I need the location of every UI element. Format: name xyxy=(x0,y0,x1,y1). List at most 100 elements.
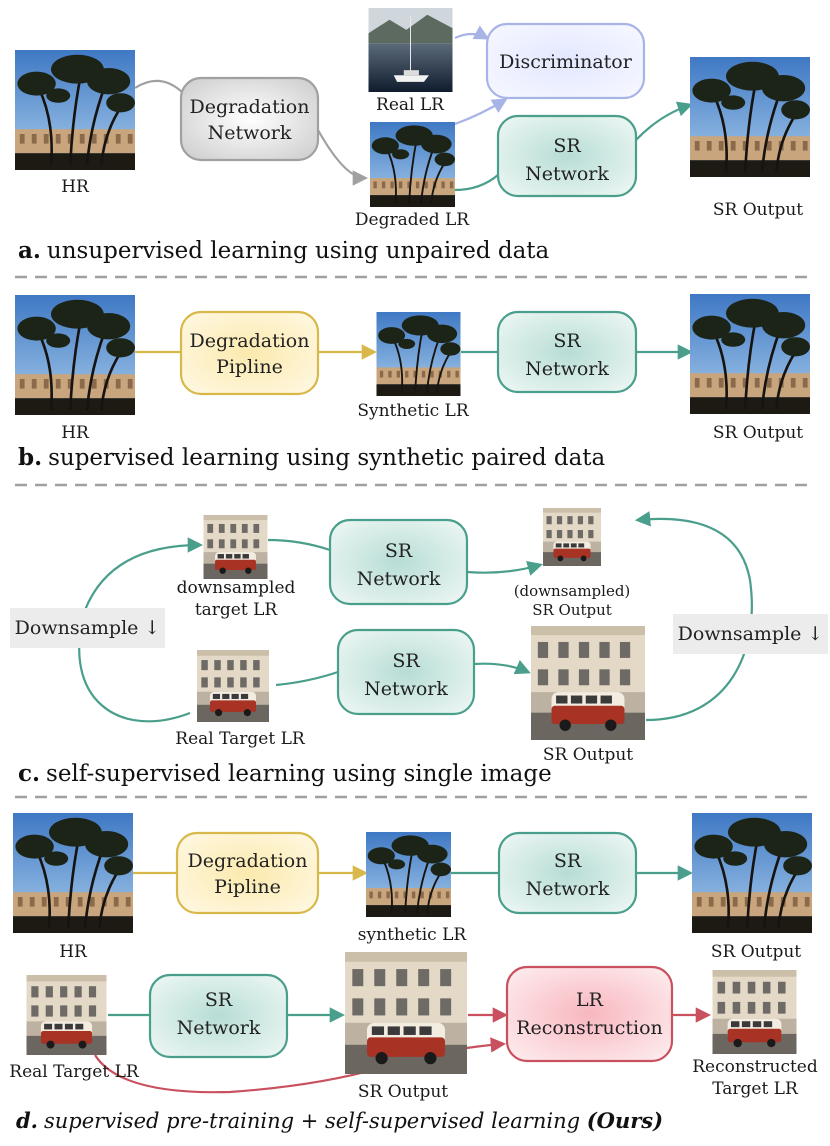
caption-a: a.unsupervised learning using unpaired d… xyxy=(18,237,550,264)
sr-network-b-line1: SR xyxy=(553,330,581,352)
caption-d: d.supervised pre-training + self-supervi… xyxy=(16,1108,663,1133)
sr-network-b-line2: Network xyxy=(525,358,609,380)
downsampled-target-image xyxy=(203,515,268,579)
sr-output-image-b xyxy=(690,292,810,416)
synthetic-lr-label-d: synthetic LR xyxy=(358,925,468,945)
real-lr-image xyxy=(368,8,453,92)
downsample-left-label: Downsample ↓ xyxy=(15,617,161,639)
hr-image-d xyxy=(13,812,133,934)
degraded-lr-image xyxy=(370,122,455,207)
sr-network-d-top-line1: SR xyxy=(554,850,582,872)
arrow-downsample-right xyxy=(634,511,753,722)
downsample-left-badge xyxy=(10,608,165,648)
sr-network-d-bottom-line2: Network xyxy=(177,1017,261,1039)
panel-d: Degradation Pipline SR Network SR Networ… xyxy=(9,812,818,1133)
caption-d-ours: (Ours) xyxy=(587,1108,663,1133)
caption-b: b.supervised learning using synthetic pa… xyxy=(18,444,606,471)
caption-a-letter: a. xyxy=(18,237,41,264)
downsample-right-badge xyxy=(673,614,828,654)
lr-reconstruction-line1: LR xyxy=(576,989,604,1011)
downsampled-sr-output-image xyxy=(543,508,601,566)
hr-label: HR xyxy=(61,177,90,197)
downsampled-target-line1: downsampled xyxy=(177,578,296,598)
sr-output-image xyxy=(690,55,810,179)
real-target-label-d: Real Target LR xyxy=(9,1062,140,1082)
sr-network-c-bottom-line2: Network xyxy=(364,678,448,700)
caption-d-text: supervised pre-training + self-supervise… xyxy=(44,1109,587,1133)
arrow-sr-to-output xyxy=(635,101,693,141)
arrow-degraded-lr-to-sr xyxy=(454,174,499,192)
arrow-down-target-to-sr xyxy=(267,538,331,552)
lr-reconstruction-line2: Reconstruction xyxy=(516,1017,663,1039)
sr-network-box xyxy=(496,114,638,198)
degradation-pipeline-box xyxy=(179,310,320,396)
panel-a: Degradation Network Discriminator SR Net… xyxy=(15,8,810,264)
synthetic-lr-image xyxy=(376,312,461,396)
real-target-image-d xyxy=(26,975,107,1055)
discriminator-label: Discriminator xyxy=(499,51,633,73)
reconstructed-label-line2: Target LR xyxy=(712,1079,799,1099)
sr-network-box-d-bottom xyxy=(148,973,289,1059)
arrow-hr-to-degradation xyxy=(134,79,183,93)
degradation-pipeline-d-line1: Degradation xyxy=(188,850,308,872)
sr-output-image-d-top xyxy=(692,812,812,934)
real-target-label: Real Target LR xyxy=(175,729,306,749)
reconstructed-label-line1: Reconstructed xyxy=(692,1057,818,1077)
sr-network-box-b xyxy=(496,310,638,394)
arrow-degradation-to-degraded-lr xyxy=(317,129,369,186)
arrow-real-lr-to-discriminator xyxy=(454,25,490,40)
caption-d-letter: d. xyxy=(16,1108,38,1133)
arrow-degraded-lr-to-discriminator xyxy=(454,98,508,126)
arrow-sr-to-down-output xyxy=(466,560,543,576)
sr-output-label-d-bottom: SR Output xyxy=(358,1082,448,1102)
synthetic-lr-image-d xyxy=(366,832,451,917)
degradation-network-line1: Degradation xyxy=(190,96,310,118)
real-lr-label: Real LR xyxy=(376,95,445,115)
downsampled-sr-line2: SR Output xyxy=(532,601,612,619)
sr-network-d-top-line2: Network xyxy=(526,878,610,900)
sr-network-c-bottom-line1: SR xyxy=(392,650,420,672)
caption-c-letter: c. xyxy=(18,760,40,787)
caption-b-letter: b. xyxy=(18,444,42,471)
caption-a-text: unsupervised learning using unpaired dat… xyxy=(47,238,550,264)
sr-network-c-top-line1: SR xyxy=(385,540,413,562)
degradation-pipeline-line1: Degradation xyxy=(190,330,310,352)
downsample-right-label: Downsample ↓ xyxy=(678,623,824,645)
panel-c: SR Network SR Network Downsample ↓ Downs… xyxy=(10,508,828,787)
synthetic-lr-label: Synthetic LR xyxy=(357,401,470,421)
sr-network-c-top-line2: Network xyxy=(357,568,441,590)
sr-output-label-c: SR Output xyxy=(543,745,633,765)
degradation-pipeline-box-d xyxy=(175,831,320,915)
sr-output-image-c xyxy=(531,626,645,740)
hr-label-d: HR xyxy=(59,942,88,962)
sr-network-d-bottom-line1: SR xyxy=(205,989,233,1011)
sr-network-box-c-bottom xyxy=(336,628,476,716)
sr-output-label-d-top: SR Output xyxy=(711,942,801,962)
sr-network-line2: Network xyxy=(525,163,609,185)
sr-network-box-d-top xyxy=(497,831,638,915)
sr-output-label: SR Output xyxy=(713,200,803,220)
panel-b: Degradation Pipline SR Network HR Synthe… xyxy=(15,292,810,471)
arrow-target-to-sr xyxy=(275,670,339,687)
arrow-sr-to-output-c xyxy=(473,660,531,675)
degradation-pipeline-d-line2: Pipline xyxy=(214,876,281,898)
degradation-pipeline-line2: Pipline xyxy=(216,356,283,378)
caption-c: c.self-supervised learning using single … xyxy=(18,760,552,787)
caption-b-text: supervised learning using synthetic pair… xyxy=(48,445,605,471)
hr-image xyxy=(15,50,135,170)
sr-network-box-c-top xyxy=(328,518,469,606)
real-target-image xyxy=(197,650,269,722)
degradation-network-box xyxy=(179,76,320,162)
hr-image-b xyxy=(15,294,135,416)
discriminator-box xyxy=(485,22,646,100)
hr-label-b: HR xyxy=(61,423,90,443)
lr-reconstruction-box xyxy=(505,965,674,1063)
downsampled-sr-line1: (downsampled) xyxy=(514,582,631,600)
degraded-lr-label: Degraded LR xyxy=(355,210,470,230)
sr-output-label-b: SR Output xyxy=(713,423,803,443)
degradation-network-line2: Network xyxy=(208,122,292,144)
reconstructed-image xyxy=(712,970,797,1054)
sr-output-image-d-bottom xyxy=(345,952,467,1074)
caption-c-text: self-supervised learning using single im… xyxy=(46,761,552,787)
